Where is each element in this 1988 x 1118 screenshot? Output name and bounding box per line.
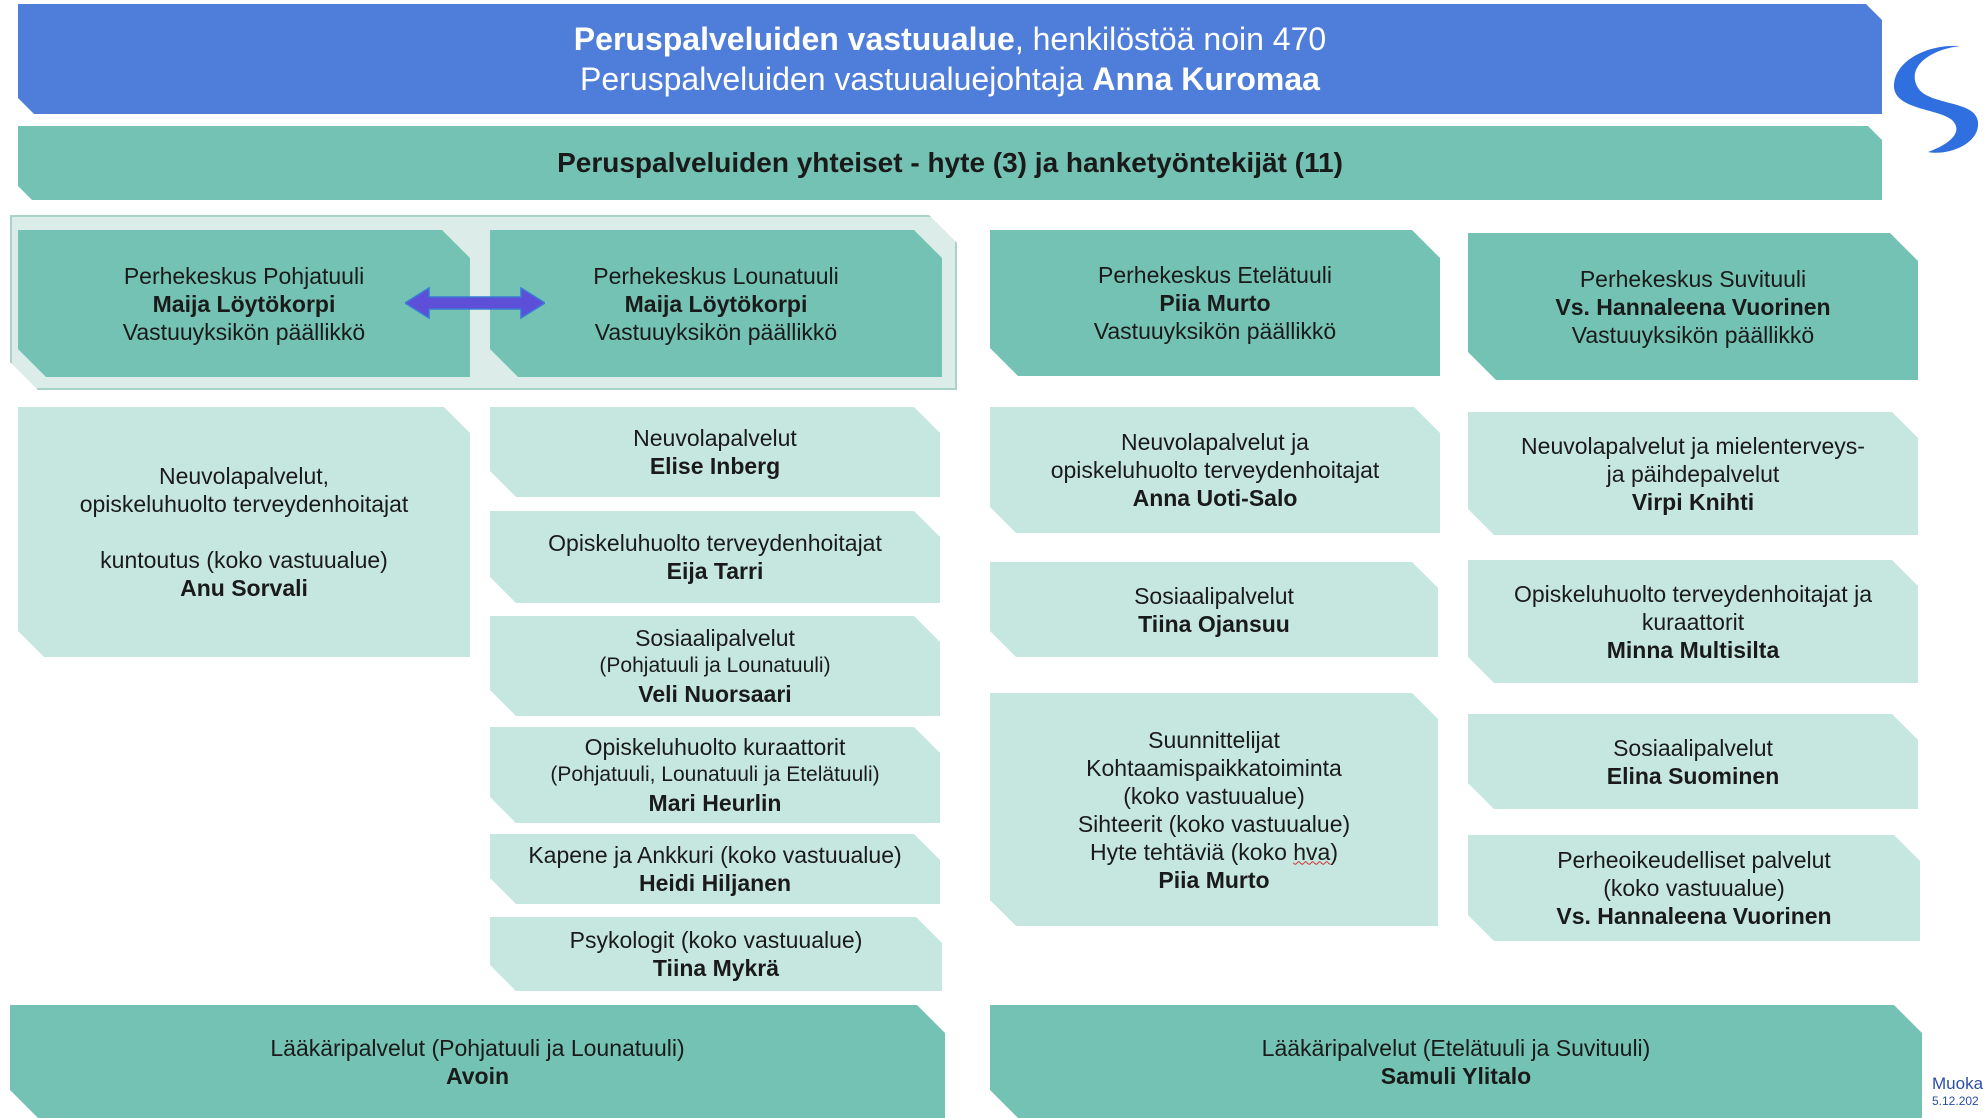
unit-line: Neuvolapalvelut xyxy=(633,425,797,451)
unit-lead: Anna Uoti-Salo xyxy=(1132,485,1298,511)
unit-line: (koko vastuualue) xyxy=(1603,875,1785,901)
header-line-2: Peruspalveluiden vastuualuejohtaja Anna … xyxy=(580,59,1320,99)
center-role: Vastuuyksikön päällikkö xyxy=(1093,318,1337,344)
center-title: Perhekeskus Pohjatuuli xyxy=(123,262,365,289)
unit-line: Psykologit (koko vastuualue) xyxy=(569,927,863,953)
center-suvituuli: Perhekeskus Suvituuli Vs. Hannaleena Vuo… xyxy=(1468,233,1918,380)
director-role: Peruspalveluiden vastuualuejohtaja xyxy=(580,61,1093,97)
unit-line: Neuvolapalvelut ja mielenterveys- xyxy=(1521,432,1865,459)
unit-line-text: Hyte tehtäviä (koko xyxy=(1089,838,1294,865)
unit-lead: Tiina Ojansuu xyxy=(1138,610,1290,637)
center-role: Vastuuyksikön päällikkö xyxy=(122,318,366,345)
unit-lead: Tiina Mykrä xyxy=(652,955,780,981)
unit-line: Opiskeluhuolto kuraattorit xyxy=(584,734,846,760)
doctors-etelatuuli-suvituuli: Lääkäripalvelut (Etelätuuli ja Suvituuli… xyxy=(990,1005,1922,1118)
unit-lead: Vs. Hannaleena Vuorinen xyxy=(1556,903,1832,929)
unit-lead: Piia Murto xyxy=(1158,866,1270,893)
unit-perheoikeudelliset: Perheoikeudelliset palvelut (koko vastuu… xyxy=(1468,835,1920,941)
unit-lead: Elise Inberg xyxy=(649,453,781,479)
center-manager: Piia Murto xyxy=(1159,290,1271,316)
unit-lead: Mari Heurlin xyxy=(648,790,782,816)
unit-lead: Anu Sorvali xyxy=(180,575,308,601)
unit-sosiaali-etelatuuli: Sosiaalipalvelut Tiina Ojansuu xyxy=(990,562,1438,657)
director-name: Anna Kuromaa xyxy=(1092,61,1320,97)
unit-neuvola-suvituuli: Neuvolapalvelut ja mielenterveys- ja päi… xyxy=(1468,412,1918,535)
unit-line: Opiskeluhuolto terveydenhoitajat xyxy=(548,530,882,556)
center-manager: Maija Löytökorpi xyxy=(624,290,808,317)
unit-scope: (Pohjatuuli ja Lounatuuli) xyxy=(599,654,831,677)
unit-kapene-ankkuri: Kapene ja Ankkuri (koko vastuualue) Heid… xyxy=(490,834,940,904)
center-title: Perhekeskus Suvituuli xyxy=(1579,265,1807,292)
unit-line: Perheoikeudelliset palvelut xyxy=(1557,847,1831,873)
unit-opiskeluhuolto-th: Opiskeluhuolto terveydenhoitajat Eija Ta… xyxy=(490,511,940,603)
center-manager: Vs. Hannaleena Vuorinen xyxy=(1555,293,1831,320)
unit-line: opiskeluhuolto terveydenhoitajat xyxy=(79,491,409,517)
unit-line: Lääkäripalvelut (Pohjatuuli ja Lounatuul… xyxy=(270,1034,685,1061)
common-staff-label: Peruspalveluiden yhteiset - hyte (3) ja … xyxy=(557,147,1343,178)
modified-date: 5.12.202 xyxy=(1932,1094,1979,1108)
common-staff-bar: Peruspalveluiden yhteiset - hyte (3) ja … xyxy=(18,126,1882,200)
unit-line: Neuvolapalvelut ja xyxy=(1121,429,1309,455)
unit-lead: Minna Multisilta xyxy=(1606,636,1780,663)
unit-lead: Virpi Knihti xyxy=(1631,488,1755,515)
unit-kuraattorit: Opiskeluhuolto kuraattorit (Pohjatuuli, … xyxy=(490,727,940,823)
unit-line: Lääkäripalvelut (Etelätuuli ja Suvituuli… xyxy=(1261,1034,1651,1061)
center-role: Vastuuyksikön päällikkö xyxy=(1571,321,1815,348)
unit-lead: Avoin xyxy=(445,1062,510,1089)
unit-lead: Veli Nuorsaari xyxy=(638,681,792,707)
unit-line: Sosiaalipalvelut xyxy=(635,625,795,651)
unit-psykologit: Psykologit (koko vastuualue) Tiina Mykrä xyxy=(490,917,942,991)
unit-line: Sihteerit (koko vastuualue) xyxy=(1077,810,1351,837)
unit-line: Neuvolapalvelut, xyxy=(158,463,330,489)
unit-neuvola-pohjatuuli: Neuvolapalvelut, opiskeluhuolto terveyde… xyxy=(18,407,470,657)
center-etelatuuli: Perhekeskus Etelätuuli Piia Murto Vastuu… xyxy=(990,230,1440,376)
wave-s-logo xyxy=(1893,45,1979,153)
center-lounatuuli: Perhekeskus Lounatuuli Maija Löytökorpi … xyxy=(490,230,942,377)
double-arrow-icon xyxy=(405,286,545,320)
unit-sosiaali-pl: Sosiaalipalvelut (Pohjatuuli ja Lounatuu… xyxy=(490,616,940,716)
unit-lead: Elina Suominen xyxy=(1606,762,1780,789)
unit-line: ja päihdepalvelut xyxy=(1606,460,1780,487)
unit-scope: (Pohjatuuli, Lounatuuli ja Etelätuuli) xyxy=(550,763,880,786)
doctors-pohjatuuli-lounatuuli: Lääkäripalvelut (Pohjatuuli ja Lounatuul… xyxy=(10,1005,945,1118)
unit-line: Opiskeluhuolto terveydenhoitajat ja xyxy=(1513,580,1872,607)
modified-stamp: Muoka 5.12.202 xyxy=(1932,1074,1988,1109)
area-title: Peruspalveluiden vastuualue xyxy=(573,21,1015,57)
center-pohjatuuli: Perhekeskus Pohjatuuli Maija Löytökorpi … xyxy=(18,230,470,377)
unit-opiskeluhuolto-suvituuli: Opiskeluhuolto terveydenhoitajat ja kura… xyxy=(1468,560,1918,683)
unit-line: Kapene ja Ankkuri (koko vastuualue) xyxy=(528,842,902,868)
unit-line: Sosiaalipalvelut xyxy=(1134,582,1294,609)
unit-line: Sosiaalipalvelut xyxy=(1613,734,1773,761)
unit-line: Suunnittelijat xyxy=(1148,726,1280,753)
spellcheck-word: hva xyxy=(1293,838,1331,865)
staff-count: , henkilöstöä noin 470 xyxy=(1014,21,1327,57)
unit-sosiaali-suvituuli: Sosiaalipalvelut Elina Suominen xyxy=(1468,714,1918,809)
header-line-1: Peruspalveluiden vastuualue, henkilöstöä… xyxy=(574,19,1326,59)
unit-neuvola-etelatuuli: Neuvolapalvelut ja opiskeluhuolto tervey… xyxy=(990,407,1440,533)
center-manager: Maija Löytökorpi xyxy=(152,290,336,317)
center-title: Perhekeskus Lounatuuli xyxy=(593,262,839,289)
modified-label: Muoka xyxy=(1932,1074,1984,1093)
unit-lead: Eija Tarri xyxy=(666,558,764,584)
unit-line: Kohtaamispaikkatoiminta xyxy=(1086,754,1342,781)
unit-neuvola-lounatuuli: Neuvolapalvelut Elise Inberg xyxy=(490,407,940,497)
unit-line: kuraattorit xyxy=(1641,608,1745,635)
unit-line: opiskeluhuolto terveydenhoitajat xyxy=(1050,457,1380,483)
unit-line: kuntoutus (koko vastuualue) xyxy=(100,547,388,573)
unit-line: (koko vastuualue) xyxy=(1123,782,1305,809)
center-role: Vastuuyksikön päällikkö xyxy=(594,318,838,345)
unit-lead: Heidi Hiljanen xyxy=(638,870,792,896)
unit-line-text: ) xyxy=(1330,838,1339,865)
unit-suunnittelu: Suunnittelijat Kohtaamispaikkatoiminta (… xyxy=(990,693,1438,926)
unit-line: Hyte tehtäviä (koko hva) xyxy=(1090,838,1338,866)
header-banner: Peruspalveluiden vastuualue, henkilöstöä… xyxy=(18,4,1882,114)
unit-lead: Samuli Ylitalo xyxy=(1380,1062,1532,1089)
center-title: Perhekeskus Etelätuuli xyxy=(1098,262,1332,288)
